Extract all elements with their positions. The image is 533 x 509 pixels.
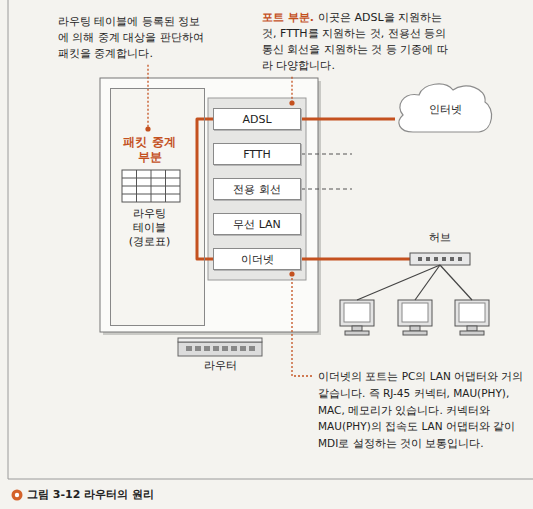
leader-dot — [289, 271, 294, 276]
port-strip — [208, 98, 306, 280]
pc-monitors — [340, 300, 489, 335]
node-label: 전용 회선 — [233, 182, 281, 197]
packet-path — [301, 258, 410, 261]
node-label: FTTH — [243, 148, 271, 161]
pc-monitor — [455, 300, 489, 335]
line-dashes — [301, 188, 352, 189]
device-port — [222, 346, 228, 351]
node-label: 인터넷 — [429, 102, 462, 117]
node-label: 무선 LAN — [233, 217, 281, 232]
callout-note: 라우팅 테이블에 등록된 정보에 의해 중계 대상을 판단하여 패킷을 중계합니… — [58, 14, 208, 62]
callout-note: 이더넷의 포트는 PC의 LAN 어댑터와 거의 같습니다. 즉 RJ-45 커… — [318, 368, 525, 452]
figure-caption: 그림 3-12 라우터의 원리 — [27, 487, 154, 502]
callout-note: 포트 부분.이곳은 ADSL을 지원하는 것, FTTH를 지원하는 것, 전용… — [262, 10, 458, 74]
lan-cable — [415, 265, 440, 300]
port-box: ADSL — [213, 108, 301, 130]
line-dashes — [301, 153, 352, 154]
node-label: 이더넷 — [241, 252, 274, 267]
node-label: ADSL — [242, 113, 271, 126]
device-port — [186, 346, 192, 351]
lan-cable — [357, 265, 440, 300]
router-housing — [100, 78, 318, 332]
hub: 허브 — [410, 230, 470, 270]
leader-line — [292, 274, 314, 376]
port-box: 이더넷 — [213, 248, 301, 270]
routing-table-grid — [122, 170, 180, 202]
device-port — [195, 346, 201, 351]
device-port — [240, 346, 246, 351]
leader-dot — [289, 100, 294, 105]
device-label: 라우터 — [180, 359, 260, 373]
port-box: 무선 LAN — [213, 213, 301, 235]
internet-cloud: 인터넷 — [395, 80, 495, 135]
caption-icon — [15, 493, 19, 497]
port-box: FTTH — [213, 143, 301, 165]
hub-device — [410, 253, 470, 265]
device-port — [213, 346, 219, 351]
device-port — [204, 346, 210, 351]
callout-heading: 포트 부분. — [262, 11, 314, 24]
pc-monitor — [340, 300, 374, 335]
caption-icon — [12, 490, 23, 501]
leader-line — [147, 65, 148, 129]
router-device — [178, 338, 262, 356]
device-port — [249, 346, 255, 351]
leader-line — [291, 77, 292, 103]
pc-monitor — [398, 300, 432, 335]
panel-subtitle: 라우팅 테이블 (경로표) — [111, 207, 188, 248]
lan-cable — [440, 265, 472, 300]
packet-path — [205, 258, 213, 261]
relay-path — [197, 119, 205, 259]
packet-path — [301, 118, 395, 121]
page-frame — [8, 479, 533, 480]
device-port — [231, 346, 237, 351]
panel-title: 패킷 중계 부분 — [111, 135, 188, 165]
port-box: 전용 회선 — [213, 178, 301, 200]
page-frame — [8, 0, 9, 479]
node-label: 허브 — [410, 230, 470, 245]
packet-path — [205, 118, 213, 121]
leader-dot — [145, 126, 150, 131]
panel-fill — [110, 88, 205, 326]
packet-relay-panel: 패킷 중계 부분라우팅 테이블 (경로표) — [110, 88, 205, 326]
